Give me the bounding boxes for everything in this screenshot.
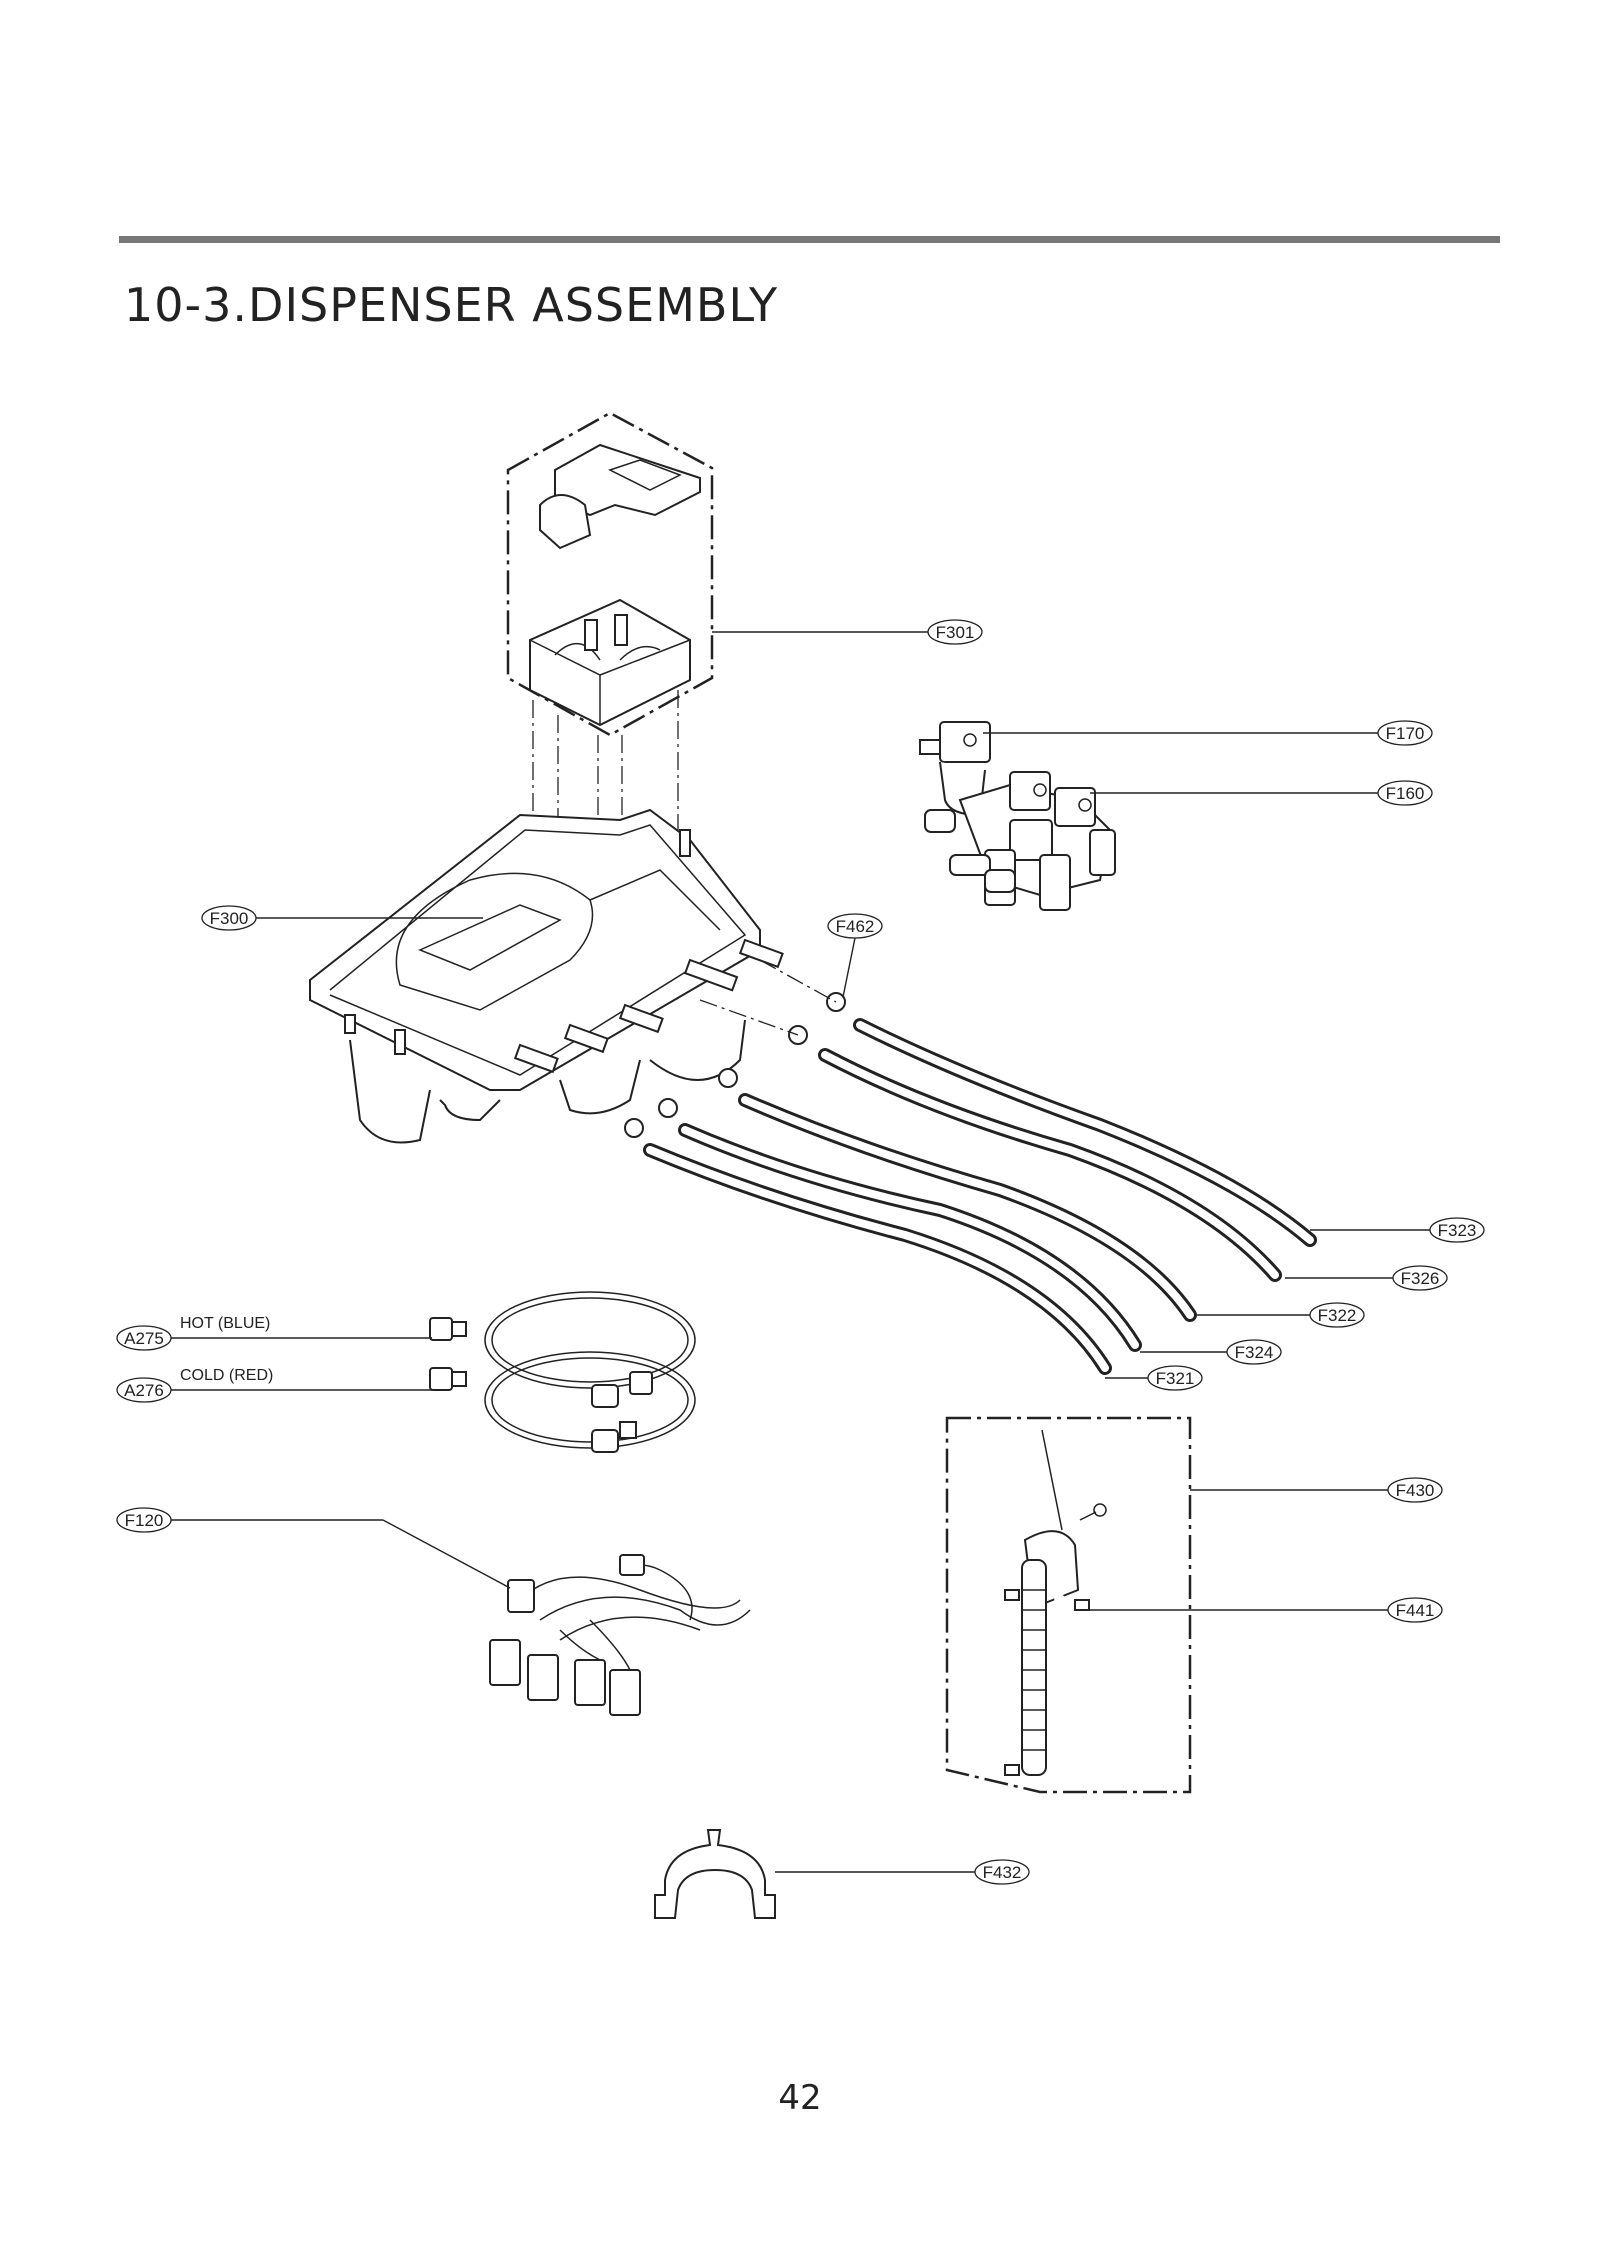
hot-hose-note: HOT (BLUE): [180, 1315, 270, 1332]
leader-lines: [171, 631, 1430, 1873]
hose-clamps: [624, 992, 846, 1138]
callout-F321: F321: [1147, 1365, 1203, 1391]
svg-text:A276: A276: [124, 1381, 164, 1400]
callout-F462: F462: [827, 913, 883, 939]
svg-text:F432: F432: [983, 1863, 1022, 1882]
svg-text:A275: A275: [124, 1329, 164, 1348]
callout-F430: F430: [1387, 1477, 1443, 1503]
callout-F324: F324: [1226, 1339, 1282, 1365]
callout-F322: F322: [1309, 1302, 1365, 1328]
dispenser-hoses: [643, 1018, 1317, 1375]
callout-A275: A275 HOT (BLUE): [116, 1315, 270, 1351]
page-number: 42: [778, 2078, 822, 2118]
dispenser-housing: [309, 808, 846, 1144]
callout-F326: F326: [1392, 1265, 1448, 1291]
svg-text:F160: F160: [1386, 784, 1425, 803]
svg-text:F441: F441: [1396, 1601, 1435, 1620]
svg-text:F301: F301: [936, 623, 975, 642]
drain-hose-group: [945, 1416, 1192, 1794]
header-rule: [119, 236, 1500, 243]
callout-F160: F160: [1377, 780, 1433, 806]
water-valves: [919, 721, 1116, 911]
callout-F301: F301: [927, 619, 983, 645]
callout-F441: F441: [1387, 1597, 1443, 1623]
svg-text:F324: F324: [1235, 1343, 1274, 1362]
hose-guide: [654, 1829, 776, 1919]
svg-text:F321: F321: [1156, 1369, 1195, 1388]
callout-F120: F120: [116, 1507, 172, 1533]
inlet-hoses: [429, 1291, 696, 1453]
svg-text:F322: F322: [1318, 1306, 1357, 1325]
callout-F170: F170: [1377, 720, 1433, 746]
svg-text:F120: F120: [125, 1511, 164, 1530]
page-title: 10-3.DISPENSER ASSEMBLY: [124, 278, 779, 332]
wire-harness: [489, 1554, 751, 1716]
svg-text:F430: F430: [1396, 1481, 1435, 1500]
svg-text:F326: F326: [1401, 1269, 1440, 1288]
callout-F300: F300: [201, 905, 257, 931]
callout-F323: F323: [1429, 1217, 1485, 1243]
cold-hose-note: COLD (RED): [180, 1367, 273, 1384]
svg-text:F170: F170: [1386, 724, 1425, 743]
callout-A276: A276 COLD (RED): [116, 1367, 273, 1403]
callout-F432: F432: [974, 1859, 1030, 1885]
svg-text:F462: F462: [836, 917, 875, 936]
svg-text:F323: F323: [1438, 1221, 1477, 1240]
svg-text:F300: F300: [210, 909, 249, 928]
